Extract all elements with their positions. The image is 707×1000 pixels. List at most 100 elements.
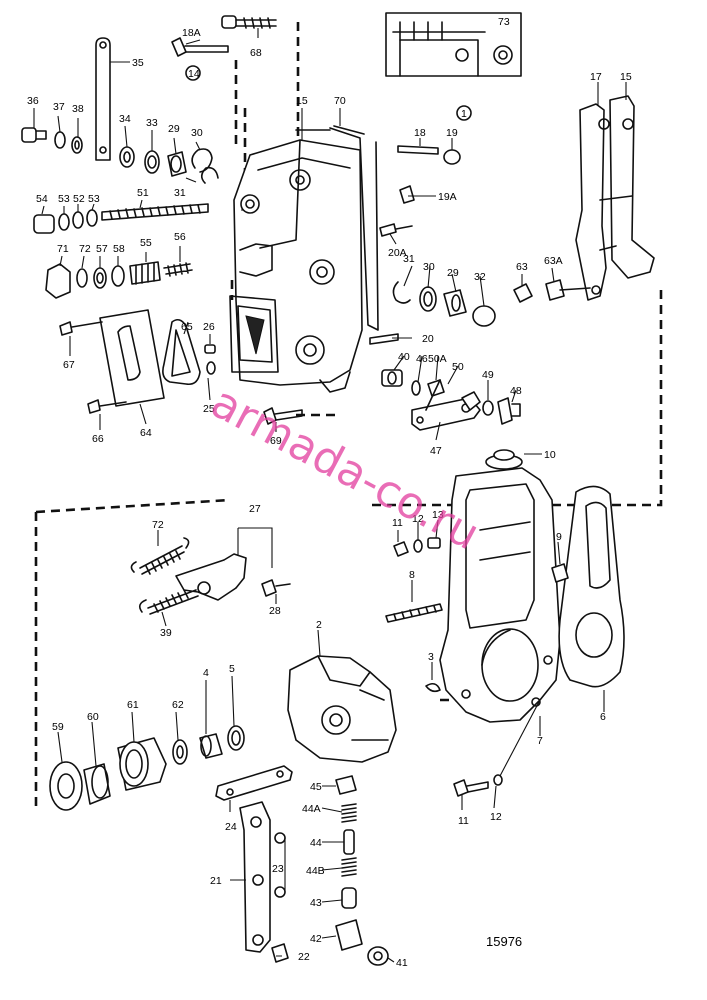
label-44B: 44B <box>306 865 325 877</box>
pump-cover-group <box>385 449 625 723</box>
label-26: 26 <box>203 321 215 333</box>
label-71: 71 <box>57 243 69 255</box>
label-15b: 15 <box>620 71 632 83</box>
label-36: 36 <box>27 95 39 107</box>
label-45: 45 <box>310 781 322 793</box>
label-28: 28 <box>269 605 281 617</box>
label-9: 9 <box>556 531 562 543</box>
label-42: 42 <box>310 933 322 945</box>
label-57: 57 <box>96 243 108 255</box>
label-53: 53 <box>58 193 70 205</box>
label-27: 27 <box>249 503 261 515</box>
label-20: 20 <box>422 333 434 345</box>
label-17: 17 <box>590 71 602 83</box>
label-18: 18 <box>414 127 426 139</box>
label-31: 31 <box>174 187 186 199</box>
label-41: 41 <box>396 957 408 969</box>
label-34: 34 <box>119 113 131 125</box>
inset-detail-box <box>385 12 522 77</box>
right-shaft-parts <box>369 145 521 431</box>
circled-ref-1: 1 <box>461 108 467 120</box>
part-number-labels: 18A 68 14 35 36 37 38 34 33 29 30 31 54 … <box>27 16 632 969</box>
label-2: 2 <box>316 619 322 631</box>
label-66: 66 <box>92 433 104 445</box>
label-11b: 11 <box>458 815 469 827</box>
label-11: 11 <box>392 517 403 529</box>
label-73: 73 <box>498 16 510 28</box>
label-7: 7 <box>537 735 543 747</box>
figure-number: 15976 <box>486 934 522 949</box>
right-bracket <box>513 95 655 303</box>
label-23: 23 <box>272 863 284 875</box>
label-19A: 19A <box>438 191 457 203</box>
label-10: 10 <box>544 449 556 461</box>
label-29b: 29 <box>447 267 459 279</box>
label-46: 46 <box>416 353 428 365</box>
label-39: 39 <box>160 627 172 639</box>
label-58: 58 <box>113 243 125 255</box>
label-59: 59 <box>52 721 64 733</box>
label-30: 30 <box>191 127 203 139</box>
label-64: 64 <box>140 427 152 439</box>
label-49: 49 <box>482 369 494 381</box>
lower-lever-group <box>215 765 293 963</box>
top-screws <box>171 15 277 57</box>
label-70: 70 <box>334 95 346 107</box>
label-19: 19 <box>446 127 458 139</box>
label-24: 24 <box>225 821 237 833</box>
label-65: 65 <box>181 321 193 333</box>
label-18A: 18A <box>182 27 201 39</box>
label-62: 62 <box>172 699 184 711</box>
label-31b: 31 <box>403 253 415 265</box>
label-44: 44 <box>310 837 322 849</box>
label-37: 37 <box>53 101 65 113</box>
spring-link-group <box>130 527 291 615</box>
label-29: 29 <box>168 123 180 135</box>
label-38: 38 <box>72 103 84 115</box>
label-32: 32 <box>474 271 486 283</box>
screw-69 <box>263 407 303 425</box>
label-12: 12 <box>412 513 424 525</box>
label-55: 55 <box>140 237 152 249</box>
bushing-row <box>49 725 245 811</box>
bottom-screw-group <box>453 699 541 797</box>
label-44A: 44A <box>302 803 321 815</box>
label-5: 5 <box>229 663 235 675</box>
label-30b: 30 <box>423 261 435 273</box>
label-56: 56 <box>174 231 186 243</box>
gasket-group <box>59 309 216 414</box>
label-63: 63 <box>516 261 528 273</box>
leader-lines <box>33 28 627 963</box>
label-51: 51 <box>137 187 149 199</box>
centre-housing-2 <box>287 655 397 763</box>
label-60: 60 <box>87 711 99 723</box>
label-43: 43 <box>310 897 322 909</box>
label-50: 50 <box>452 361 464 373</box>
pin-stack-41-45 <box>335 775 389 966</box>
label-40: 40 <box>398 351 410 363</box>
label-68: 68 <box>250 47 262 59</box>
label-35: 35 <box>132 57 144 69</box>
label-20A: 20A <box>388 247 407 259</box>
label-69: 69 <box>270 435 282 447</box>
label-25: 25 <box>203 403 215 415</box>
label-54: 54 <box>36 193 48 205</box>
label-61: 61 <box>127 699 139 711</box>
label-21: 21 <box>210 875 222 887</box>
label-6: 6 <box>600 711 606 723</box>
circled-ref-14: 14 <box>188 68 200 80</box>
label-63A: 63A <box>544 255 563 267</box>
label-53b: 53 <box>88 193 100 205</box>
governor-housing <box>229 125 379 393</box>
label-72: 72 <box>79 243 91 255</box>
label-72b: 72 <box>152 519 164 531</box>
label-4: 4 <box>203 667 209 679</box>
label-50A: 50A <box>428 353 447 365</box>
label-12b: 12 <box>490 811 502 823</box>
label-48: 48 <box>510 385 522 397</box>
label-47: 47 <box>430 445 442 457</box>
label-3: 3 <box>428 651 434 663</box>
label-8: 8 <box>409 569 415 581</box>
label-15: 15 <box>296 95 308 107</box>
